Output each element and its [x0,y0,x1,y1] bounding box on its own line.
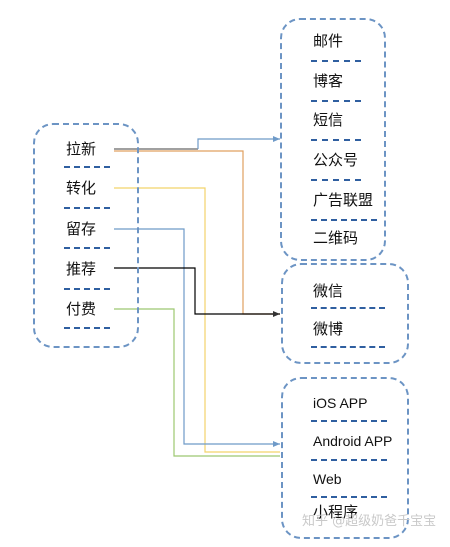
platform-ios-app: iOS APP [313,395,368,411]
link-lashin-channels [197,136,280,149]
link-tuijian [114,267,280,317]
channel-official-account: 公众号 [313,151,359,169]
social-weibo-underline [311,346,385,348]
platform-ios-app-underline [311,420,387,422]
channel-blog: 博客 [313,72,344,90]
platform-android-app: Android APP [313,433,393,449]
stage-liucun-underline [64,247,110,249]
watermark-text: 知乎 @超级奶爸千宝宝 [302,514,437,529]
stage-fufei: 付费 [66,300,97,318]
platform-mini-program: 小程序 [313,503,359,521]
stage-zhuanhua-underline [64,207,110,209]
channel-ad-alliance: 广告联盟 [313,191,374,209]
social-wechat-underline [311,307,385,309]
stage-lashin-underline [64,166,110,168]
channel-email: 邮件 [313,32,344,50]
channel-ad-alliance-underline [311,219,377,221]
channel-sms: 短信 [313,111,344,129]
channel-sms-underline [311,139,361,141]
channel-blog-underline [311,100,361,102]
funnel-stage-group [33,123,139,348]
channel-group [280,18,386,261]
channel-qr-code: 二维码 [313,229,359,247]
stage-tuijian-underline [64,288,110,290]
stage-fufei-underline [64,327,110,329]
stage-liucun: 留存 [66,220,97,238]
stage-lashin: 拉新 [66,140,97,158]
link-zhuanhua [114,187,280,453]
platform-web-underline [311,496,387,498]
channel-official-account-underline [311,179,361,181]
platform-web: Web [313,471,342,487]
social-wechat: 微信 [313,282,344,300]
stage-tuijian: 推荐 [66,260,97,278]
link-fufei [114,308,280,457]
platform-group [281,377,409,539]
stage-zhuanhua: 转化 [66,179,97,197]
platform-android-app-underline [311,459,387,461]
social-weibo: 微博 [313,320,344,338]
social-group [281,263,409,364]
channel-email-underline [311,60,361,62]
link-liucun [114,228,280,447]
